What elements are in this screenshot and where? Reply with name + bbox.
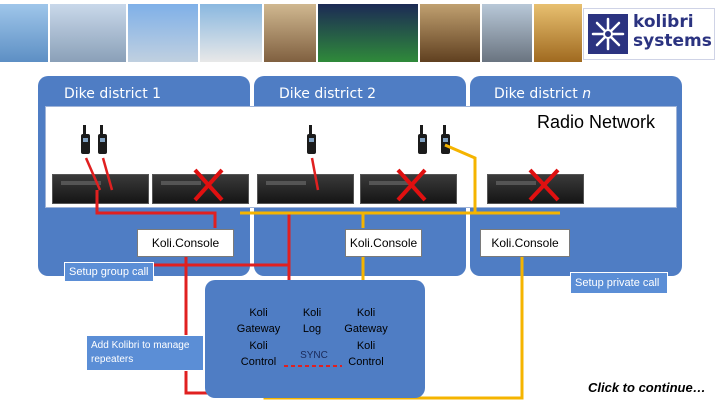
- logo-line1: kolibri: [633, 12, 694, 32]
- industry-photo: [482, 4, 532, 62]
- repeater-3: [257, 174, 354, 204]
- koli-gateway-left: Koli Gateway: [236, 307, 281, 335]
- koli-console-2[interactable]: Koli.Console: [345, 229, 422, 257]
- radio-handset-icon: [98, 125, 107, 154]
- add-kolibri-callout: Add Kolibri to manage repeaters: [86, 335, 204, 371]
- repeater-4: [360, 174, 457, 204]
- station-photo: [264, 4, 316, 62]
- logo-line2: systems: [633, 31, 712, 51]
- click-to-continue-link[interactable]: Click to continue…: [588, 380, 706, 395]
- city-photo: [0, 4, 48, 62]
- koli-log: Koli Log: [302, 307, 322, 335]
- repeater-5: [487, 174, 584, 204]
- district-n-title: Dike district n: [494, 86, 591, 102]
- blocked-repeater-crosses: [193, 168, 560, 202]
- kolibri-logo-icon: [588, 14, 628, 54]
- radio-network-label: Radio Network: [537, 112, 656, 132]
- koli-gateway-right: Koli Gateway: [344, 307, 388, 335]
- setup-private-call-callout: Setup private call: [570, 272, 668, 294]
- district-2-title: Dike district 2: [279, 86, 377, 102]
- kolibri-server-panel: [205, 280, 425, 398]
- district-n-title-prefix: Dike district: [494, 86, 583, 102]
- radio-handset-icon: [418, 125, 427, 154]
- train-photo: [200, 4, 262, 62]
- koli-console-1[interactable]: Koli.Console: [137, 229, 234, 257]
- radio-handset-icon: [307, 125, 316, 154]
- koli-control-left: Koli Control: [240, 340, 277, 368]
- building-photo: [420, 4, 480, 62]
- cctv-photo: [50, 4, 126, 62]
- kolibri-logo: kolibri systems: [583, 8, 715, 60]
- radio-uplink-arrows: [84, 157, 320, 191]
- stadium-photo: [318, 4, 418, 62]
- radio-handset-icon: [81, 125, 90, 154]
- district-1-title: Dike district 1: [64, 86, 162, 102]
- koli-control-right: Koli Control: [348, 340, 384, 368]
- header-banner: kolibri systems: [0, 0, 720, 64]
- district-n-title-suffix: n: [582, 86, 592, 102]
- setup-group-call-callout: Setup group call: [64, 262, 154, 282]
- mining-photo: [534, 4, 582, 62]
- logo-text: kolibri systems: [633, 13, 712, 51]
- airplane-photo: [128, 4, 198, 62]
- sync-label: SYNC: [300, 350, 328, 361]
- koli-console-3[interactable]: Koli.Console: [480, 229, 570, 257]
